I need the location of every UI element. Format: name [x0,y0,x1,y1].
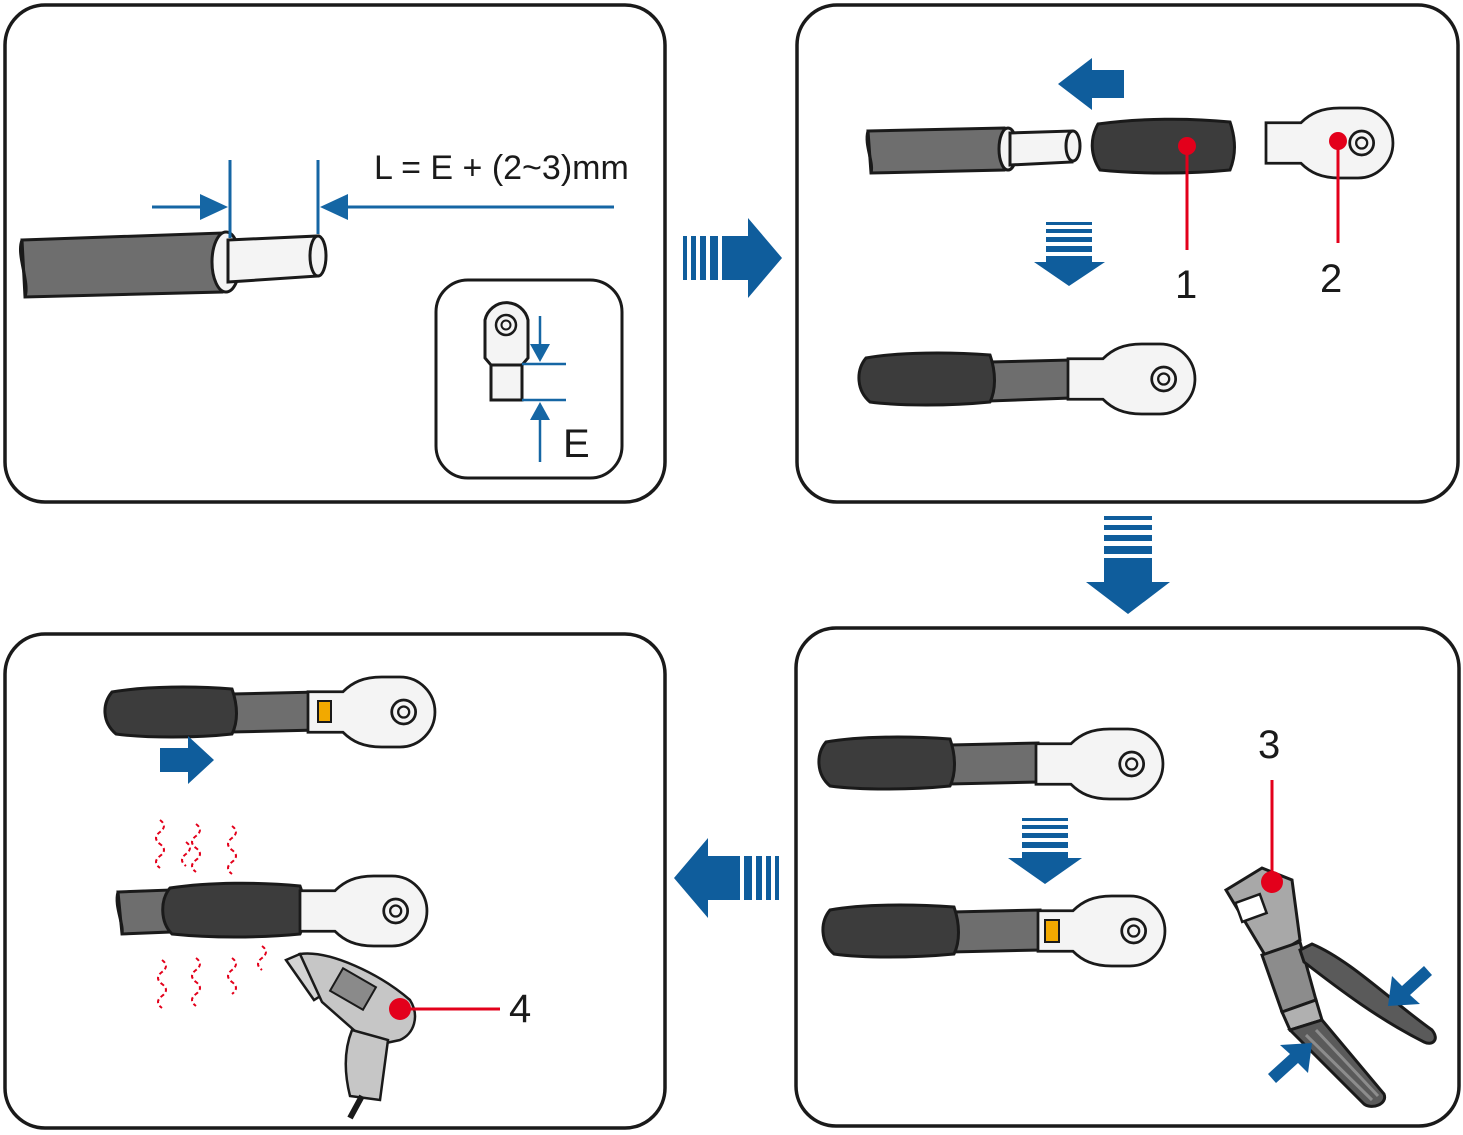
shrunk-cable-icon [115,874,429,948]
crimped-cable-before-shrink-icon [103,675,437,749]
strip-length-dimension [152,160,614,238]
terminal-detail-inset: E [434,278,624,480]
callout-1-leader [1178,137,1196,250]
flow-arrow-left [674,838,779,918]
flow-arrow-down [1086,516,1170,614]
crimp-down-arrow [1008,818,1082,884]
callout-3-leader [1261,780,1283,893]
step-2-frame [795,3,1460,504]
crimped-cable-icon [821,894,1167,968]
heat-gun-icon [284,952,417,1120]
step-3-panel: 3 [794,626,1461,1128]
strip-length-formula: L = E + (2~3)mm [374,149,629,187]
flow-arrow-right [683,218,782,298]
callout-4-leader [389,998,500,1020]
press-arrow-upper [1388,966,1432,1006]
step-4-panel: 4 [3,632,667,1130]
assemble-down-arrow [1034,222,1105,286]
step-3-frame [794,626,1461,1128]
assembled-cable-icon [857,342,1197,416]
callout-2-label: 2 [1320,257,1342,301]
stripped-cable-small-icon [865,126,1082,175]
callout-4-label: 4 [509,987,531,1031]
crimp-mark-4 [317,700,332,723]
slide-left-arrow [1058,58,1124,110]
step-1-panel: L = E + (2~3)mm E [3,3,667,504]
press-arrow-lower [1268,1043,1312,1083]
dimension-E-label: E [563,422,590,466]
slide-right-arrow [160,736,214,784]
hydraulic-crimper-icon [1223,866,1437,1108]
heat-waves-icon [155,819,267,1009]
stripped-cable-icon [19,230,328,299]
callout-2-leader [1329,132,1347,243]
heat-shrink-tube-icon [1090,117,1236,175]
dimension-E-marker [522,316,566,462]
crimp-mark [1044,919,1060,943]
terminal-vertical-icon [483,301,530,402]
uncrimped-cable-icon [817,727,1165,801]
step-2-panel: 1 2 [795,3,1460,504]
callout-3-label: 3 [1258,723,1280,767]
callout-1-label: 1 [1175,263,1197,307]
